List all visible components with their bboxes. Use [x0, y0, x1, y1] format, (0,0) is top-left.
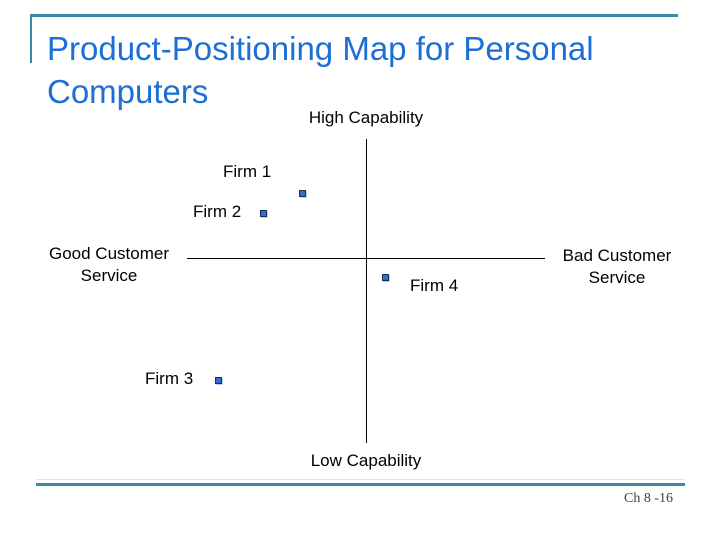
vertical-axis-line	[366, 139, 367, 443]
firm-marker	[260, 210, 267, 217]
slide-page-number: Ch 8 -16	[624, 491, 673, 506]
footer-accent-thin-line	[36, 479, 685, 480]
axis-label-low-capability: Low Capability	[310, 451, 422, 470]
firm-marker	[382, 274, 389, 281]
firm-label: Firm 3	[145, 369, 194, 388]
firm-label: Firm 4	[410, 276, 459, 295]
axis-label-bad-customer-service: Bad Customer Service	[562, 246, 672, 287]
firm-label: Firm 1	[223, 162, 272, 181]
firm-label: Firm 2	[193, 202, 242, 221]
axis-label-high-capability: High Capability	[308, 108, 424, 127]
title-bracket-line	[30, 14, 32, 63]
firm-marker	[299, 190, 306, 197]
horizontal-axis-line	[187, 258, 545, 259]
footer-accent-thick-line	[36, 483, 685, 486]
firm-marker	[215, 377, 222, 384]
axis-label-good-customer-service: Good Customer Service	[49, 244, 169, 285]
page-title: Product-Positioning Map for Personal Com…	[47, 30, 594, 110]
slide-top-accent-line	[31, 14, 678, 17]
